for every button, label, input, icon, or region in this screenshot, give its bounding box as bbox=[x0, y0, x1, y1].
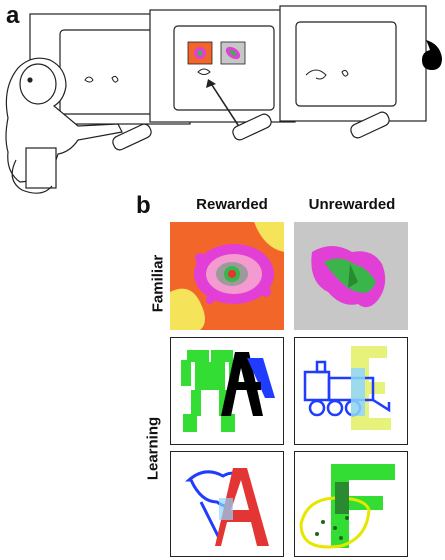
stimulus-learning-rewarded-2 bbox=[170, 451, 284, 557]
stimulus-learning-unrewarded-2 bbox=[294, 451, 408, 557]
column-header-rewarded: Rewarded bbox=[196, 196, 268, 213]
cursor-hand-icon bbox=[84, 76, 94, 83]
stimulus-learning-rewarded-1 bbox=[170, 337, 284, 445]
stimulus-familiar-rewarded bbox=[170, 222, 284, 330]
joystick-1 bbox=[112, 123, 152, 151]
joystick-2 bbox=[232, 113, 272, 141]
joystick-3 bbox=[350, 111, 390, 139]
cursor-hand-icon-2 bbox=[197, 68, 211, 75]
target-dot-icon-3 bbox=[341, 69, 349, 77]
stimulus-familiar-unrewarded bbox=[294, 222, 408, 330]
column-header-unrewarded: Unrewarded bbox=[308, 196, 396, 213]
row-header-familiar: Familiar bbox=[149, 254, 167, 313]
target-dot-icon bbox=[111, 75, 119, 83]
monkey-chair bbox=[25, 147, 57, 189]
monitor-3-display bbox=[295, 21, 397, 107]
juice-drop-icon bbox=[422, 40, 442, 70]
monitor-2-display bbox=[173, 25, 275, 111]
arrow-head-icon bbox=[206, 79, 216, 88]
monkey-illustration bbox=[5, 57, 123, 194]
cursor-hand-icon-3 bbox=[305, 69, 327, 80]
panel-b-label: b bbox=[136, 192, 151, 219]
row-header-learning: Learning bbox=[144, 416, 162, 481]
monitor-3 bbox=[279, 5, 427, 122]
panel-a-label: a bbox=[6, 2, 20, 29]
task-setup-illustration bbox=[5, 5, 442, 194]
stimulus-learning-unrewarded-1 bbox=[294, 337, 408, 445]
